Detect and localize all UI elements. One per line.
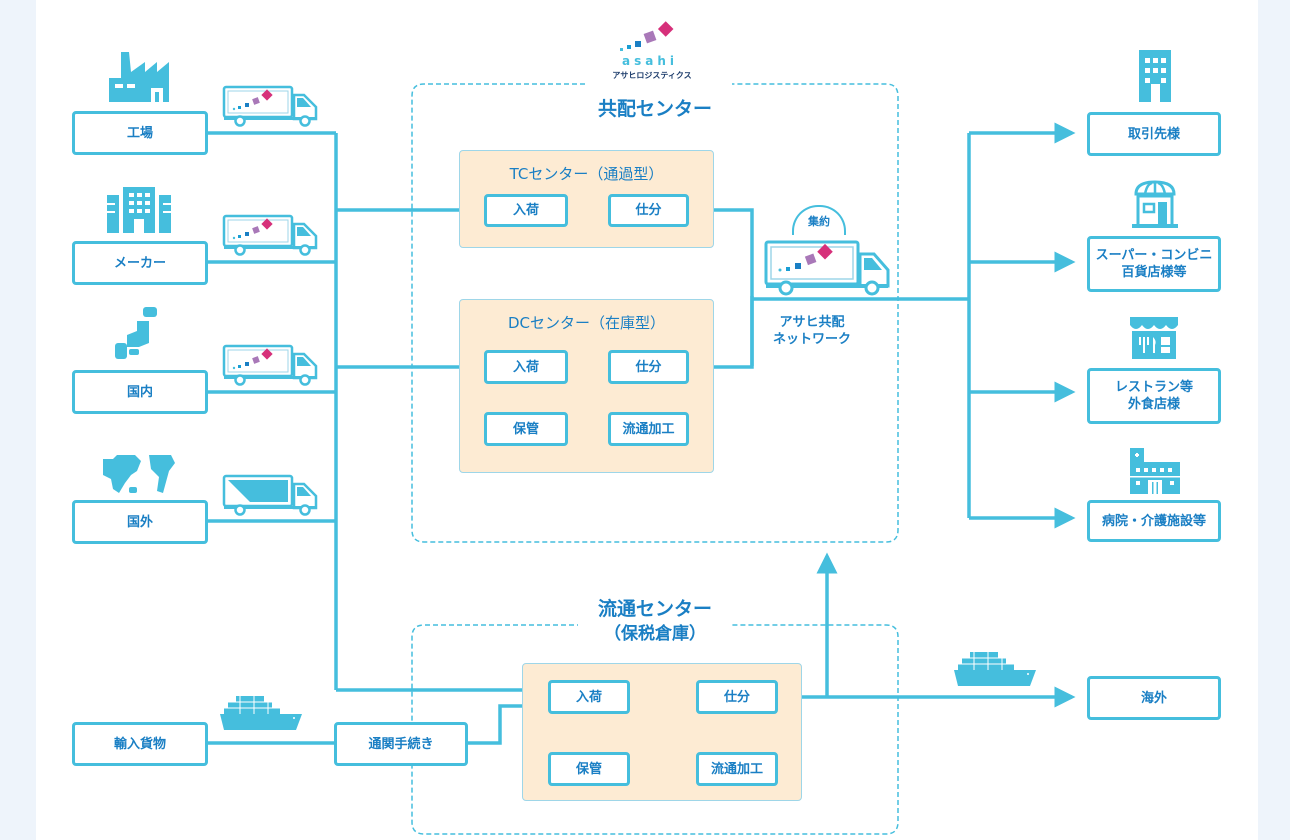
office-building-icon: [1135, 50, 1175, 106]
destination-retail-box[interactable]: スーパー・コンビニ 百貨店様等: [1087, 236, 1221, 292]
dc-center-panel: DCセンター（在庫型）: [459, 299, 714, 473]
hospital-icon: [1130, 448, 1180, 498]
container-truck-icon: [222, 474, 320, 522]
destination-restaurant-label-2: 外食店様: [1127, 397, 1180, 412]
network-label: アサヒ共配 ネットワーク: [762, 314, 862, 348]
overseas-destination-box[interactable]: 海外: [1087, 676, 1221, 720]
source-maker-box[interactable]: メーカー: [72, 241, 208, 285]
dc-receive-box[interactable]: 入荷: [484, 350, 568, 384]
destination-restaurant-box[interactable]: レストラン等 外食店様: [1087, 368, 1221, 424]
truck-icon: [222, 85, 320, 133]
ryutsu-process-box[interactable]: 流通加工: [696, 752, 778, 786]
ryutsu-center-title: 流通センター （保税倉庫）: [578, 597, 732, 647]
ryutsu-center-title-line1: 流通センター: [597, 598, 712, 620]
japan-map-icon: [113, 307, 157, 363]
destination-client-box[interactable]: 取引先様: [1087, 112, 1221, 156]
dc-store-box[interactable]: 保管: [484, 412, 568, 446]
tc-receive-box[interactable]: 入荷: [484, 194, 568, 227]
world-map-icon: [101, 453, 177, 499]
network-label-line1: アサヒ共配: [779, 315, 845, 330]
truck-icon: [222, 214, 320, 262]
ryutsu-sort-box[interactable]: 仕分: [696, 680, 778, 714]
office-building-icon: [107, 187, 171, 237]
asahi-logo: asahi アサヒロジスティクス: [604, 18, 700, 88]
destination-hospital-label: 病院・介護施設等: [1101, 513, 1206, 529]
svg-text:asahi: asahi: [622, 54, 678, 68]
dc-center-title: DCセンター（在庫型）: [507, 314, 666, 332]
kyohai-center-title: 共配センター: [574, 96, 736, 122]
logo-squares-icon: asahi: [620, 21, 678, 68]
factory-icon: [107, 50, 171, 106]
tc-center-title: TCセンター（通過型）: [509, 165, 664, 183]
destination-client-label: 取引先様: [1127, 126, 1180, 142]
destination-retail-label-1: スーパー・コンビニ: [1095, 248, 1213, 263]
destination-restaurant-label-1: レストラン等: [1114, 380, 1193, 395]
truck-icon: [222, 344, 320, 392]
source-domestic-box[interactable]: 国内: [72, 370, 208, 414]
tc-sort-box[interactable]: 仕分: [608, 194, 689, 227]
network-truck-icon: [764, 240, 892, 302]
import-cargo-box[interactable]: 輸入貨物: [72, 722, 208, 766]
ryutsu-receive-box[interactable]: 入荷: [548, 680, 630, 714]
customs-box[interactable]: 通関手続き: [334, 722, 468, 766]
restaurant-icon: [1128, 317, 1180, 363]
consolidation-badge-label: 集約: [808, 215, 830, 228]
ship-icon: [218, 696, 304, 736]
kyohai-center-border: [411, 83, 899, 543]
dc-process-box[interactable]: 流通加工: [608, 412, 689, 446]
store-icon: [1130, 180, 1180, 232]
ryutsu-center-title-line2: （保税倉庫）: [604, 624, 706, 644]
ryutsu-store-box[interactable]: 保管: [548, 752, 630, 786]
logo-subtitle: アサヒロジスティクス: [604, 70, 700, 81]
source-factory-box[interactable]: 工場: [72, 111, 208, 155]
ryutsu-center-border: [411, 624, 899, 835]
dc-sort-box[interactable]: 仕分: [608, 350, 689, 384]
source-overseas-box[interactable]: 国外: [72, 500, 208, 544]
ship-icon: [952, 652, 1038, 692]
customs-to-ryutsu: [468, 695, 546, 745]
destination-retail-label-2: 百貨店様等: [1121, 265, 1187, 280]
network-label-line2: ネットワーク: [772, 332, 851, 347]
destination-hospital-box[interactable]: 病院・介護施設等: [1087, 500, 1221, 542]
consolidation-badge: 集約: [792, 205, 846, 235]
